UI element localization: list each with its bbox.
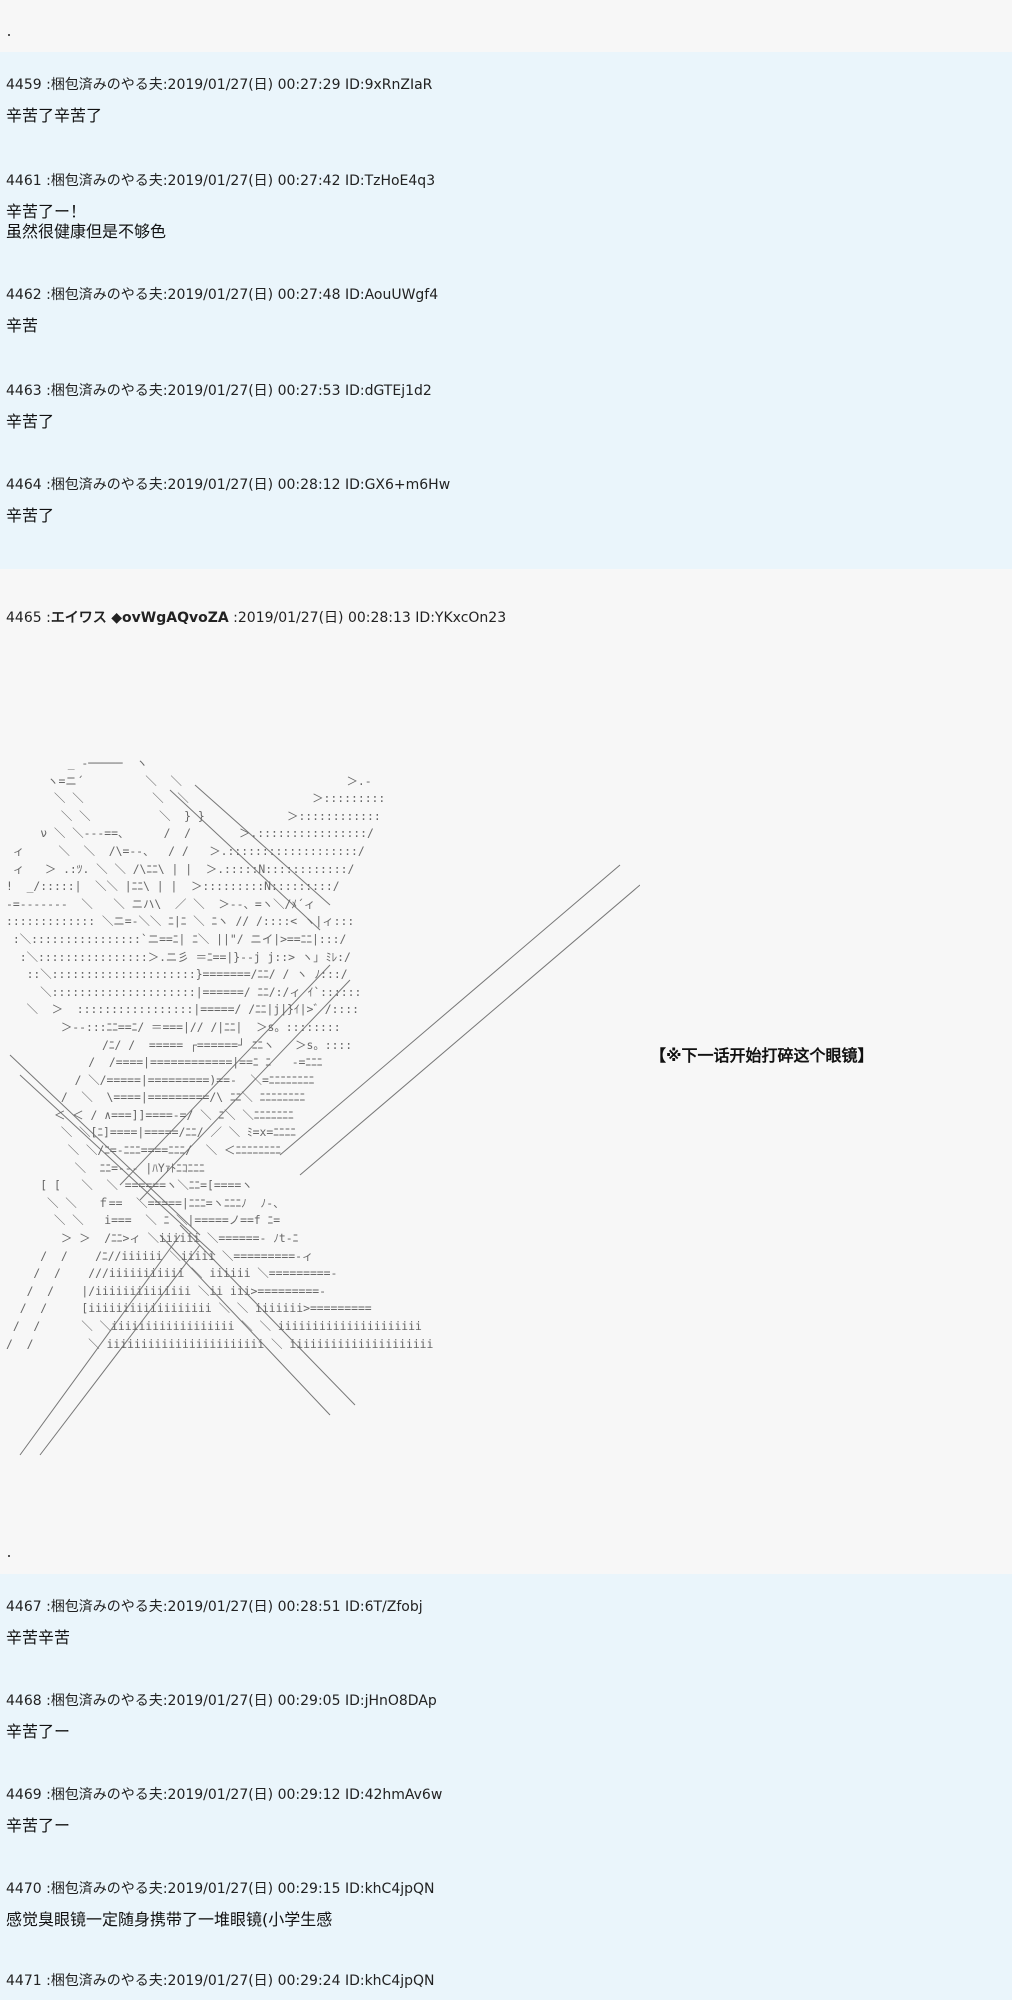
post-4462: 4462 :梱包済みのやる夫:2019/01/27(日) 00:27:48 ID…: [6, 286, 1012, 336]
art-stroke: [9, 1054, 201, 1236]
poster-id[interactable]: ID:AouUWgf4: [344, 287, 439, 303]
post-number-link[interactable]: 4470: [6, 1881, 42, 1897]
ascii-art-figure: _ -───── ヽ ヽ=ニ´ ＼ ＼ ＞.- ＼ ＼ ＼ ＼ ＞:::::::…: [0, 755, 640, 1465]
post-date: 2019/01/27(日) 00:28:51: [167, 1599, 341, 1615]
reply-block-2: 4467 :梱包済みのやる夫:2019/01/27(日) 00:28:51 ID…: [0, 1574, 1012, 2000]
post-header: 4459 :梱包済みのやる夫:2019/01/27(日) 00:27:29 ID…: [6, 77, 433, 93]
post-date: 2019/01/27(日) 00:29:05: [167, 1693, 341, 1709]
post-header: 4471 :梱包済みのやる夫:2019/01/27(日) 00:29:24 ID…: [6, 1973, 435, 1989]
post-body: 辛苦了: [6, 506, 55, 525]
reply-block-1: 4459 :梱包済みのやる夫:2019/01/27(日) 00:27:29 ID…: [0, 52, 1012, 569]
post-body: 辛苦辛苦: [6, 1628, 71, 1647]
post-number-link[interactable]: 4471: [6, 1973, 42, 1989]
stray-dot: [8, 1555, 10, 1557]
post-4470: 4470 :梱包済みのやる夫:2019/01/27(日) 00:29:15 ID…: [6, 1880, 1012, 1930]
post-date: 2019/01/27(日) 00:29:15: [167, 1881, 341, 1897]
art-stroke: [169, 789, 321, 931]
post-date: 2019/01/27(日) 00:28:12: [167, 477, 341, 493]
post-body: 辛苦了ー: [6, 1722, 71, 1741]
post-header: 4470 :梱包済みのやる夫:2019/01/27(日) 00:29:15 ID…: [6, 1881, 435, 1897]
post-body: 辛苦了ー！ 虽然很健康但是不够色: [6, 202, 167, 241]
poster-id[interactable]: ID:6T/Zfobj: [344, 1599, 423, 1615]
art-stroke: [119, 964, 331, 1186]
post-header: 4462 :梱包済みのやる夫:2019/01/27(日) 00:27:48 ID…: [6, 287, 439, 303]
art-stroke: [159, 1234, 331, 1416]
poster-name: 梱包済みのやる夫: [50, 1693, 163, 1709]
post-4461: 4461 :梱包済みのやる夫:2019/01/27(日) 00:27:42 ID…: [6, 172, 1012, 242]
poster-name: 梱包済みのやる夫: [50, 1881, 163, 1897]
post-number-link[interactable]: 4461: [6, 173, 42, 189]
post-header: 4463 :梱包済みのやる夫:2019/01/27(日) 00:27:53 ID…: [6, 383, 432, 399]
poster-name: 梱包済みのやる夫: [50, 1787, 163, 1803]
post-header: 4468 :梱包済みのやる夫:2019/01/27(日) 00:29:05 ID…: [6, 1693, 437, 1709]
post-header: 4465 :エイワス ◆ovWgAQvoZA :2019/01/27(日) 00…: [6, 610, 507, 626]
post-number-link[interactable]: 4464: [6, 477, 42, 493]
post-number-link[interactable]: 4465: [6, 610, 42, 626]
poster-id[interactable]: ID:jHnO8DAp: [344, 1693, 437, 1709]
post-number-link[interactable]: 4463: [6, 383, 42, 399]
post-header: 4469 :梱包済みのやる夫:2019/01/27(日) 00:29:12 ID…: [6, 1787, 443, 1803]
poster-name: 梱包済みのやる夫: [50, 1599, 163, 1615]
post-date: 2019/01/27(日) 00:27:42: [167, 173, 341, 189]
poster-id[interactable]: ID:42hmAv6w: [344, 1787, 443, 1803]
poster-id[interactable]: ID:dGTEj1d2: [344, 383, 432, 399]
art-stroke: [19, 1234, 181, 1456]
art-caption: 【※下一话开始打碎这个眼镜】: [650, 1046, 874, 1065]
poster-id[interactable]: ID:TzHoE4q3: [344, 173, 436, 189]
poster-id[interactable]: ID:9xRnZIaR: [344, 77, 433, 93]
post-header: 4467 :梱包済みのやる夫:2019/01/27(日) 00:28:51 ID…: [6, 1599, 423, 1615]
poster-id[interactable]: ID:YKxcOn23: [415, 610, 507, 626]
post-4459: 4459 :梱包済みのやる夫:2019/01/27(日) 00:27:29 ID…: [6, 76, 1012, 126]
art-stroke: [194, 784, 331, 906]
art-stroke: [19, 1074, 216, 1256]
post-date: 2019/01/27(日) 00:29:12: [167, 1787, 341, 1803]
post-header: 4461 :梱包済みのやる夫:2019/01/27(日) 00:27:42 ID…: [6, 173, 436, 189]
post-4464: 4464 :梱包済みのやる夫:2019/01/27(日) 00:28:12 ID…: [6, 476, 1012, 526]
ascii-art-strokes: [9, 784, 640, 1456]
post-4465: 4465 :エイワス ◆ovWgAQvoZA :2019/01/27(日) 00…: [6, 609, 1012, 627]
poster-id[interactable]: ID:khC4jpQN: [344, 1973, 435, 1989]
post-number-link[interactable]: 4469: [6, 1787, 42, 1803]
post-4467: 4467 :梱包済みのやる夫:2019/01/27(日) 00:28:51 ID…: [6, 1598, 1012, 1648]
poster-name: 梱包済みのやる夫: [50, 287, 163, 303]
top-band: [0, 0, 1012, 52]
art-stroke: [39, 1244, 201, 1456]
post-date: 2019/01/27(日) 00:27:29: [167, 77, 341, 93]
art-stroke: [139, 979, 351, 1201]
post-number-link[interactable]: 4467: [6, 1599, 42, 1615]
poster-name: 梱包済みのやる夫: [50, 1973, 163, 1989]
poster-name: エイワス: [50, 610, 107, 626]
post-body: 辛苦了: [6, 412, 55, 431]
poster-name: 梱包済みのやる夫: [50, 173, 163, 189]
poster-id[interactable]: ID:GX6+m6Hw: [344, 477, 451, 493]
post-body: 辛苦: [6, 316, 39, 335]
post-date: 2019/01/27(日) 00:27:53: [167, 383, 341, 399]
poster-id[interactable]: ID:khC4jpQN: [344, 1881, 435, 1897]
post-number-link[interactable]: 4468: [6, 1693, 42, 1709]
stray-dot: [8, 34, 10, 36]
post-date: 2019/01/27(日) 00:28:13: [237, 610, 411, 626]
poster-name: 梱包済みのやる夫: [50, 77, 163, 93]
poster-name: 梱包済みのやる夫: [50, 383, 163, 399]
post-date: 2019/01/27(日) 00:29:24: [167, 1973, 341, 1989]
post-4471: 4471 :梱包済みのやる夫:2019/01/27(日) 00:29:24 ID…: [6, 1972, 1012, 2002]
post-body: 辛苦了辛苦了: [6, 106, 103, 125]
art-stroke: [179, 1224, 356, 1406]
post-body: 辛苦了ー: [6, 1816, 71, 1835]
post-header: 4464 :梱包済みのやる夫:2019/01/27(日) 00:28:12 ID…: [6, 477, 451, 493]
poster-name: 梱包済みのやる夫: [50, 477, 163, 493]
post-body: 感觉臭眼镜一定随身携带了一堆眼镜(小学生感: [6, 1910, 333, 1929]
ascii-art: _ -───── ヽ ヽ=ニ´ ＼ ＼ ＞.- ＼ ＼ ＼ ＼ ＞:::::::…: [6, 756, 434, 1351]
post-4469: 4469 :梱包済みのやる夫:2019/01/27(日) 00:29:12 ID…: [6, 1786, 1012, 1836]
post-date: 2019/01/27(日) 00:27:48: [167, 287, 341, 303]
post-4468: 4468 :梱包済みのやる夫:2019/01/27(日) 00:29:05 ID…: [6, 1692, 1012, 1742]
art-stroke: [279, 864, 621, 1156]
op-post-block: 4465 :エイワス ◆ovWgAQvoZA :2019/01/27(日) 00…: [0, 569, 1012, 1574]
post-number-link[interactable]: 4462: [6, 287, 42, 303]
post-4463: 4463 :梱包済みのやる夫:2019/01/27(日) 00:27:53 ID…: [6, 382, 1012, 432]
art-stroke: [299, 884, 640, 1176]
poster-trip: ◆ovWgAQvoZA: [111, 610, 229, 626]
post-number-link[interactable]: 4459: [6, 77, 42, 93]
